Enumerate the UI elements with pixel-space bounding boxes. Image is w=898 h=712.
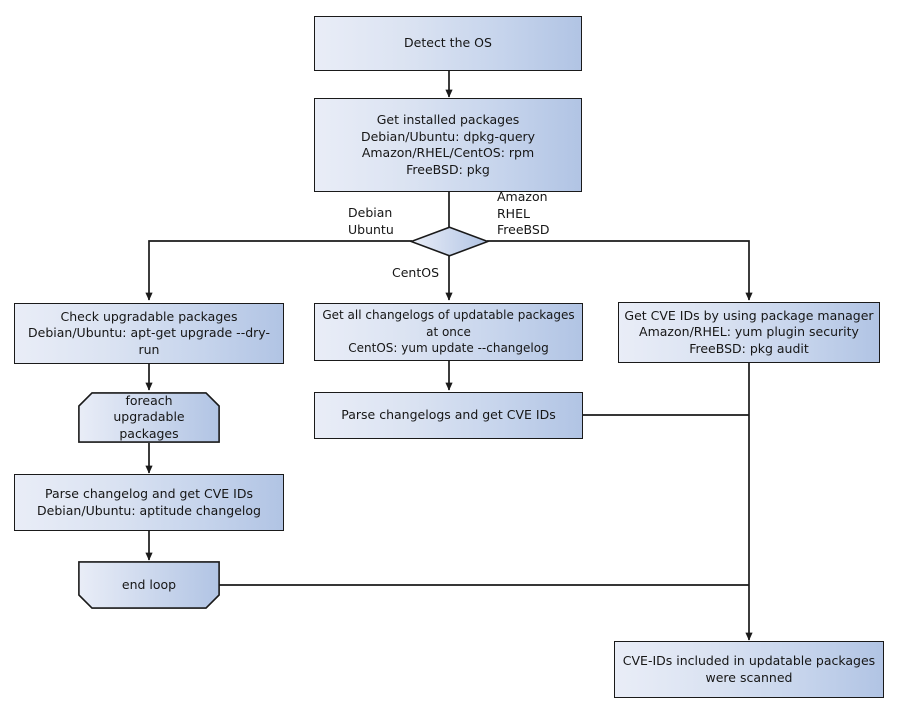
node-os-decision[interactable] [408,226,491,257]
node-scanned-result[interactable]: CVE-IDs included in updatable packages w… [614,641,884,698]
loop-end-shape [78,561,220,609]
node-end-loop[interactable]: end loop [78,561,220,609]
node-scanned-result-label: CVE-IDs included in updatable packages w… [622,653,876,685]
node-parse-changelog-single-label: Parse changelog and get CVE IDs Debian/U… [37,486,261,518]
diamond-shape [408,226,491,257]
edge-decision-amazon [487,240,753,301]
node-get-cve-ids-package-manager-label: Get CVE IDs by using package manager Ama… [624,307,874,356]
node-check-upgradable-packages[interactable]: Check upgradable packages Debian/Ubuntu:… [14,303,284,364]
node-foreach-upgradable-packages[interactable]: foreach upgradable packages [78,392,220,443]
node-get-all-changelogs-label: Get all changelogs of updatable packages… [322,308,575,356]
edge-label-centos: CentOS [392,265,440,280]
edge-label-amazon-rhel-freebsd: Amazon RHEL FreeBSD [497,189,550,237]
node-get-installed-packages[interactable]: Get installed packages Debian/Ubuntu: dp… [314,98,582,192]
node-get-all-changelogs[interactable]: Get all changelogs of updatable packages… [314,303,583,361]
edge-decision-debian [145,240,412,301]
node-detect-os[interactable]: Detect the OS [314,16,582,71]
edge-label-debian-ubuntu: Debian Ubuntu [348,205,394,237]
node-get-cve-ids-package-manager[interactable]: Get CVE IDs by using package manager Ama… [618,302,880,363]
node-get-installed-packages-label: Get installed packages Debian/Ubuntu: dp… [360,112,536,177]
node-parse-changelogs-bulk-label: Parse changelogs and get CVE IDs [341,407,556,423]
node-parse-changelogs-bulk[interactable]: Parse changelogs and get CVE IDs [314,392,583,439]
node-detect-os-label: Detect the OS [404,35,492,51]
loop-start-shape [78,392,220,443]
node-check-upgradable-packages-label: Check upgradable packages Debian/Ubuntu:… [28,308,270,357]
node-parse-changelog-single[interactable]: Parse changelog and get CVE IDs Debian/U… [14,474,284,531]
node-foreach-upgradable-packages-label: foreach upgradable packages [113,392,185,441]
node-end-loop-label: end loop [121,576,177,592]
